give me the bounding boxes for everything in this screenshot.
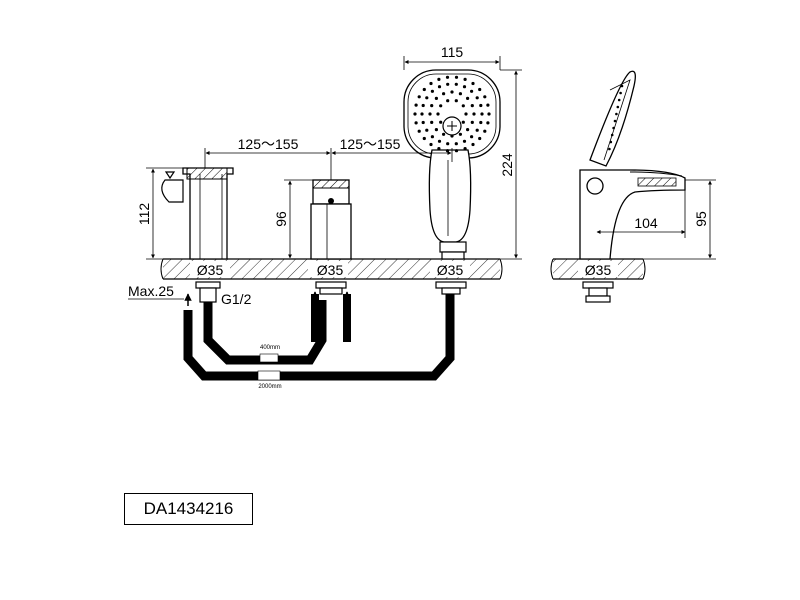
hole-label-2: Ø35 — [317, 262, 344, 278]
dim-head-width: 115 — [403, 44, 501, 70]
thread-label: G1/2 — [221, 291, 252, 307]
spout-outlet-icon — [186, 167, 228, 180]
hole-label-4: Ø35 — [585, 262, 612, 278]
handshower — [403, 69, 501, 260]
hose-long — [183, 294, 455, 381]
spout-body — [182, 167, 234, 260]
dim-side-reach-label: 104 — [634, 215, 658, 231]
hose-short-label: 400mm — [260, 345, 280, 351]
dim-spacing-left: 125～155 — [204, 136, 332, 180]
hose-long-label: 2000mm — [258, 384, 281, 390]
product-code: DA1434216 — [143, 499, 234, 518]
spray-mode-selector-icon — [442, 116, 462, 136]
dim-spacing-left-label: 125～155 — [238, 136, 299, 152]
handshower-holder-icon — [161, 171, 184, 203]
under-deck-fittings — [195, 281, 614, 303]
max-thickness-label: Max.25 — [128, 283, 174, 299]
hole-label-3: Ø35 — [437, 262, 464, 278]
dim-spacing-right-label: 125～155 — [340, 136, 401, 152]
side-view — [579, 70, 686, 260]
dim-height-left-label: 112 — [136, 203, 152, 226]
side-view-ribs-icon — [608, 84, 624, 151]
hose-long-label-tag — [257, 370, 281, 381]
hose-short-label-tag — [259, 353, 279, 363]
deck-side — [550, 258, 646, 280]
mixer-body — [310, 179, 352, 260]
dim-side-height: 95 — [643, 179, 716, 260]
hose-short — [203, 300, 327, 365]
flow-arrows — [184, 291, 351, 306]
dim-height-middle-label: 96 — [273, 211, 289, 227]
dim-height-middle: 96 — [273, 179, 313, 259]
dim-head-width-label: 115 — [441, 44, 464, 60]
dim-total-height-label: 224 — [499, 153, 515, 177]
dim-spacing-right: 125～155 — [331, 136, 453, 162]
dim-side-height-label: 95 — [693, 211, 709, 227]
product-code-box: DA1434216 — [124, 493, 253, 525]
dim-total-height: 224 — [499, 69, 522, 260]
hole-label-1: Ø35 — [197, 262, 224, 278]
spray-face-icon — [413, 75, 491, 153]
dim-side-reach: 104 — [596, 190, 686, 238]
dim-height-left: 112 — [136, 167, 183, 260]
